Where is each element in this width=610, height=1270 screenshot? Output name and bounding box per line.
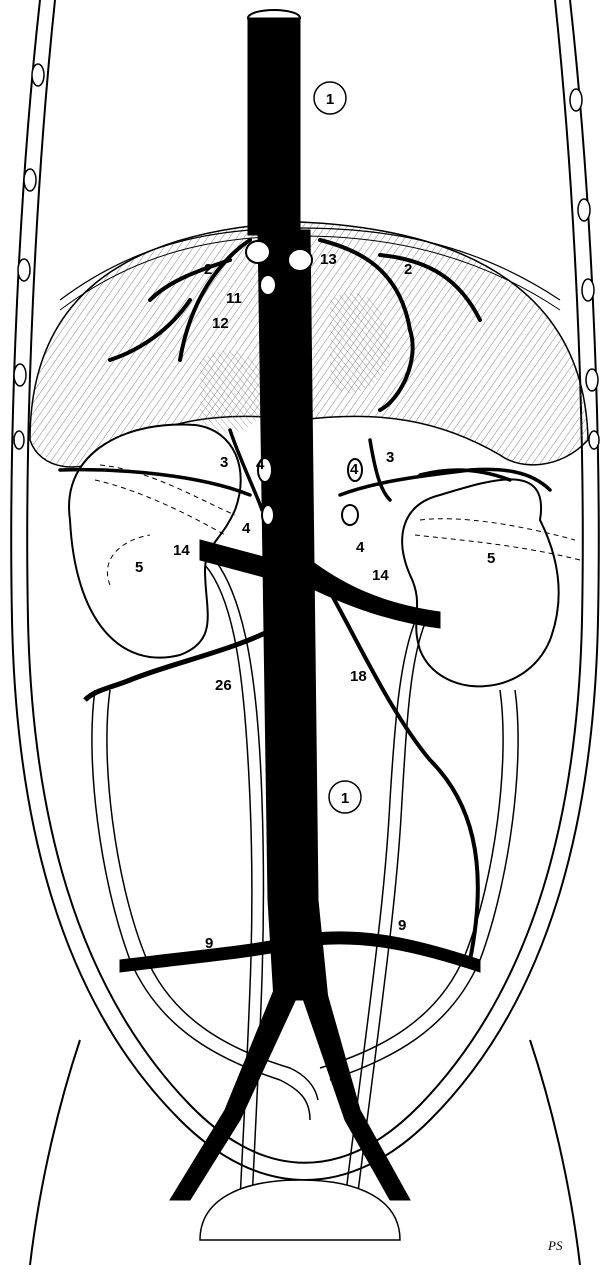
label-midsuprarenal-l1: 4 [256,456,265,473]
label-renal-left: 14 [173,542,190,559]
label-aorta-mid: 1 [341,790,349,807]
label-midsuprarenal-r2: 4 [356,539,365,556]
label-suprarenal-right: 3 [386,449,394,466]
label-iliac-left: 9 [205,935,213,952]
label-iliac-right: 9 [398,917,406,934]
common-iliac-left [170,990,300,1200]
kidney-right [402,479,580,686]
label-lumbar: 26 [215,677,232,694]
label-phrenic-right: 2 [404,261,412,278]
label-phrenic-left: 2 [204,261,212,278]
kidney-left [69,424,241,657]
label-sma: 12 [212,315,229,332]
label-celiac: 11 [226,290,242,307]
bladder [200,1180,400,1240]
artist-signature: PS [547,1238,563,1253]
label-midsuprarenal-l2: 4 [242,520,251,537]
label-renal-right: 14 [372,567,389,584]
label-midsuprarenal-r1: 4 [350,461,359,478]
label-suprarenal-left: 3 [220,454,228,471]
label-aorta-top: 1 [326,91,334,108]
label-gonadal: 18 [350,668,367,685]
label-crus: 13 [320,251,337,268]
aorta-upper [248,18,300,235]
label-kidney-left: 5 [135,559,143,576]
label-kidney-right: 5 [487,550,495,567]
